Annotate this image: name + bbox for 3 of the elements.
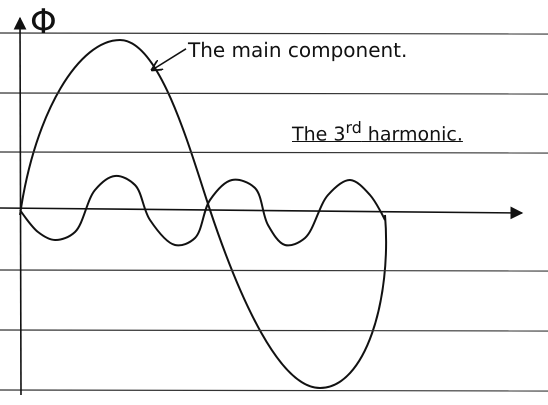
axis-label: Φ <box>30 2 57 42</box>
leader-arrow <box>150 48 186 72</box>
annotation-text: The 3$^{rd}$ harmonic. <box>292 118 463 146</box>
